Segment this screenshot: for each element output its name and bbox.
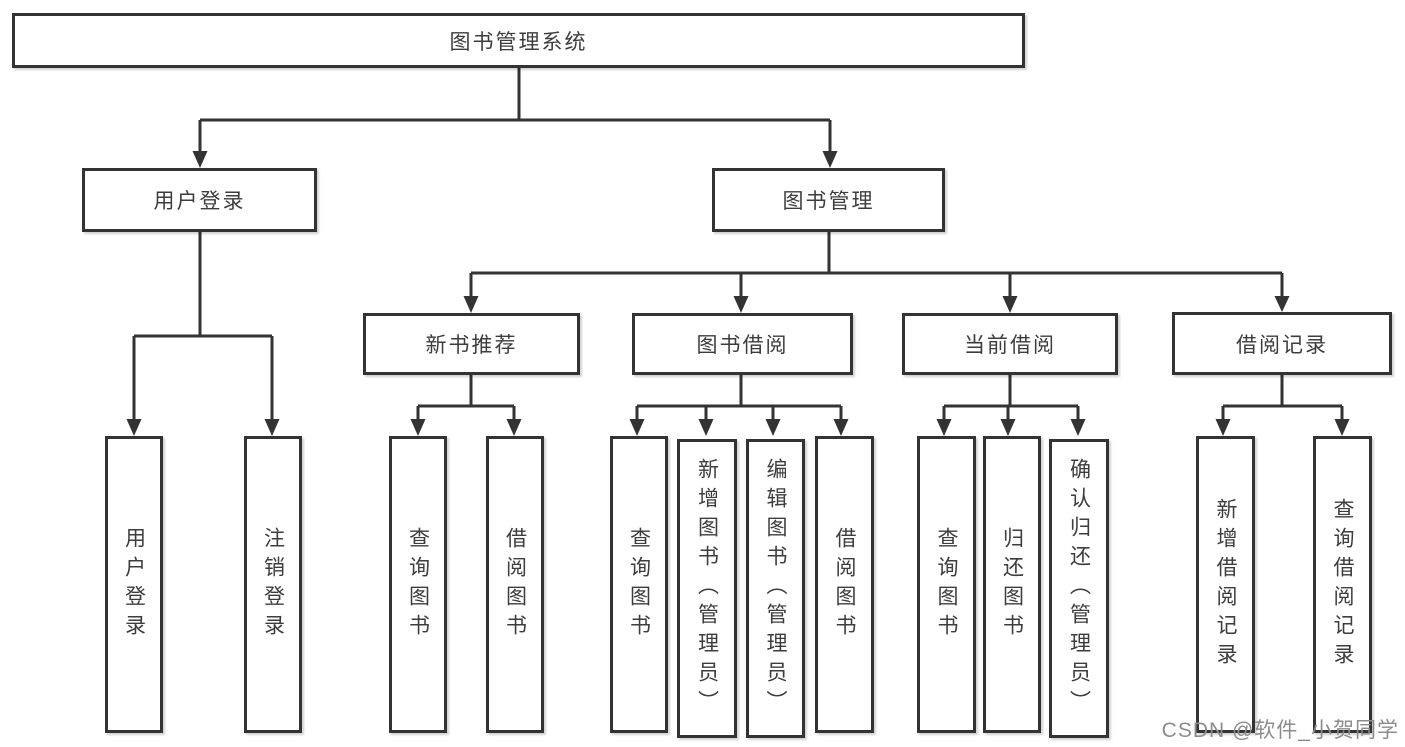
node-query-books-current: 查询图书 (917, 436, 976, 733)
node-return-book: 归还图书 (983, 436, 1041, 733)
node-add-borrow-record: 新增借阅记录 (1196, 436, 1255, 733)
node-edit-book-admin: 编辑图书（管理员） (746, 439, 805, 738)
node-query-borrow-record: 查询借阅记录 (1313, 436, 1372, 733)
node-logout-leaf: 注销登录 (244, 436, 302, 733)
node-query-books-recommend: 查询图书 (389, 436, 447, 733)
node-borrow-books-leaf: 借阅图书 (815, 436, 874, 733)
node-user-login: 用户登录 (82, 168, 317, 232)
node-library-management-system: 图书管理系统 (12, 13, 1025, 68)
tree-connector-path (132, 68, 1344, 420)
node-borrow-books-recommend: 借阅图书 (486, 436, 544, 733)
node-query-books-borrowing: 查询图书 (610, 436, 668, 733)
node-borrow-records: 借阅记录 (1172, 312, 1392, 375)
node-current-borrowing: 当前借阅 (902, 313, 1118, 375)
node-confirm-return-admin: 确认归还（管理员） (1049, 439, 1109, 738)
node-book-borrowing: 图书借阅 (632, 313, 853, 375)
node-add-book-admin: 新增图书（管理员） (677, 439, 737, 738)
node-new-book-recommend: 新书推荐 (363, 313, 580, 375)
node-user-login-leaf: 用户登录 (105, 436, 163, 733)
node-book-management: 图书管理 (712, 168, 945, 232)
csdn-watermark: CSDN @软件_小贺同学 (1161, 719, 1399, 742)
arrowhead-icons (126, 151, 1350, 436)
